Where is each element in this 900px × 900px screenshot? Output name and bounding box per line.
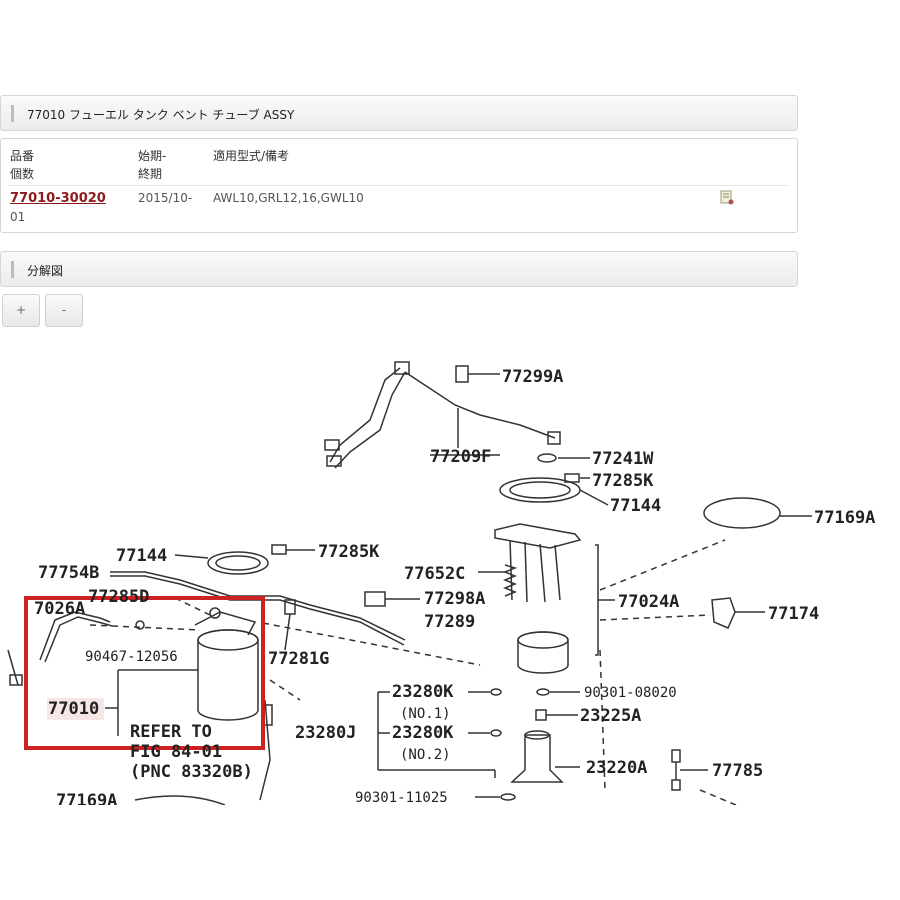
label-77754b: 77754B <box>38 563 99 583</box>
start-date: 2015/10- <box>138 191 193 205</box>
label-77169a-bottom: 77169A <box>56 791 117 805</box>
exploded-diagram[interactable]: 77299A 77209F 77241W 77285K 77144 77169A… <box>0 345 900 805</box>
clip-77298a <box>364 591 386 607</box>
connector-top <box>394 361 410 375</box>
label-refer-2: FIG 84-01 <box>130 742 222 762</box>
header-models: 適用型式/備考 <box>213 149 290 163</box>
label-90301-08020: 90301-08020 <box>584 685 677 701</box>
oring-90301-11025 <box>500 793 516 801</box>
label-77169a-right: 77169A <box>814 508 875 528</box>
ring-77241w <box>537 453 557 463</box>
label-77285d: 77285D <box>88 587 149 607</box>
parts-table: 品番 個数 始期- 終期 適用型式/備考 77010-30020 01 2015… <box>0 138 798 233</box>
clip-77285k-top <box>564 473 580 483</box>
part-header: 77010 フューエル タンク ベント チューブ ASSY <box>0 95 798 131</box>
label-77285k-top: 77285K <box>592 471 654 491</box>
label-23220a: 23220A <box>586 758 647 778</box>
vent-assy-77010 <box>197 629 259 721</box>
header-part-no-qty: 品番 個数 <box>10 149 35 181</box>
pump-23220a <box>510 734 564 783</box>
label-refer-1: REFER TO <box>130 722 212 742</box>
label-77299a: 77299A <box>502 367 563 387</box>
zoom-in-button[interactable]: + <box>2 294 40 327</box>
connector-right <box>547 431 561 445</box>
ring-77169a <box>703 497 781 529</box>
ring-77144-left <box>207 551 269 575</box>
pump-bracket <box>494 523 582 549</box>
connector-left-2 <box>326 455 342 467</box>
part-number-link[interactable]: 77010-30020 <box>10 191 106 206</box>
label-no1: (NO.1) <box>400 706 451 722</box>
label-23280k-1: 23280K <box>392 682 454 702</box>
models: AWL10,GRL12,16,GWL10 <box>213 191 364 205</box>
highlight-box <box>24 596 265 750</box>
sender-77785 <box>671 749 681 763</box>
header-accent-bar <box>11 105 14 122</box>
pump-body <box>517 631 569 674</box>
label-23225a: 23225A <box>580 706 641 726</box>
vent-tube <box>110 571 406 641</box>
label-23280k-2: 23280K <box>392 723 454 743</box>
clip-77285k-left <box>271 544 287 555</box>
label-77024a: 77024A <box>618 592 679 612</box>
label-77144-top: 77144 <box>610 496 661 516</box>
bracket-77174 <box>711 597 736 629</box>
table-divider <box>9 185 789 186</box>
label-refer-3: (PNC 83320B) <box>130 762 253 782</box>
label-77652c: 77652C <box>404 564 465 584</box>
header-start-end: 始期- 終期 <box>138 149 167 181</box>
table-row: 77010-30020 01 <box>10 189 106 226</box>
label-77026a: 7026A <box>34 599 85 619</box>
label-no2: (NO.2) <box>400 747 451 763</box>
diagram-header: 分解図 <box>0 251 798 287</box>
oring-90301-08020 <box>536 688 550 696</box>
label-77298a: 77298A <box>424 589 485 609</box>
label-77174: 77174 <box>768 604 819 624</box>
label-77289: 77289 <box>424 612 475 632</box>
label-77281g: 77281G <box>268 649 329 669</box>
label-77785: 77785 <box>712 761 763 781</box>
label-77010-bg <box>47 698 104 720</box>
label-90301-11025: 90301-11025 <box>355 790 448 805</box>
clip-77299a <box>455 365 469 383</box>
label-77285k-left: 77285K <box>318 542 380 562</box>
label-77209f: 77209F <box>430 447 491 467</box>
header-accent-bar <box>11 261 14 278</box>
label-77010: 77010 <box>48 699 99 719</box>
label-77144-left: 77144 <box>116 546 167 566</box>
part-header-title: 77010 フューエル タンク ベント チューブ ASSY <box>27 108 295 122</box>
connector-left-1 <box>324 439 340 451</box>
spring-77652c <box>502 564 518 597</box>
label-77241w: 77241W <box>592 449 654 469</box>
note-icon[interactable] <box>720 190 734 205</box>
filter-23225a <box>535 709 547 721</box>
quantity: 01 <box>10 210 26 224</box>
label-23280j: 23280J <box>295 723 356 743</box>
zoom-out-button[interactable]: - <box>45 294 83 327</box>
diagram-header-title: 分解図 <box>27 264 64 278</box>
label-90467: 90467-12056 <box>85 649 178 665</box>
